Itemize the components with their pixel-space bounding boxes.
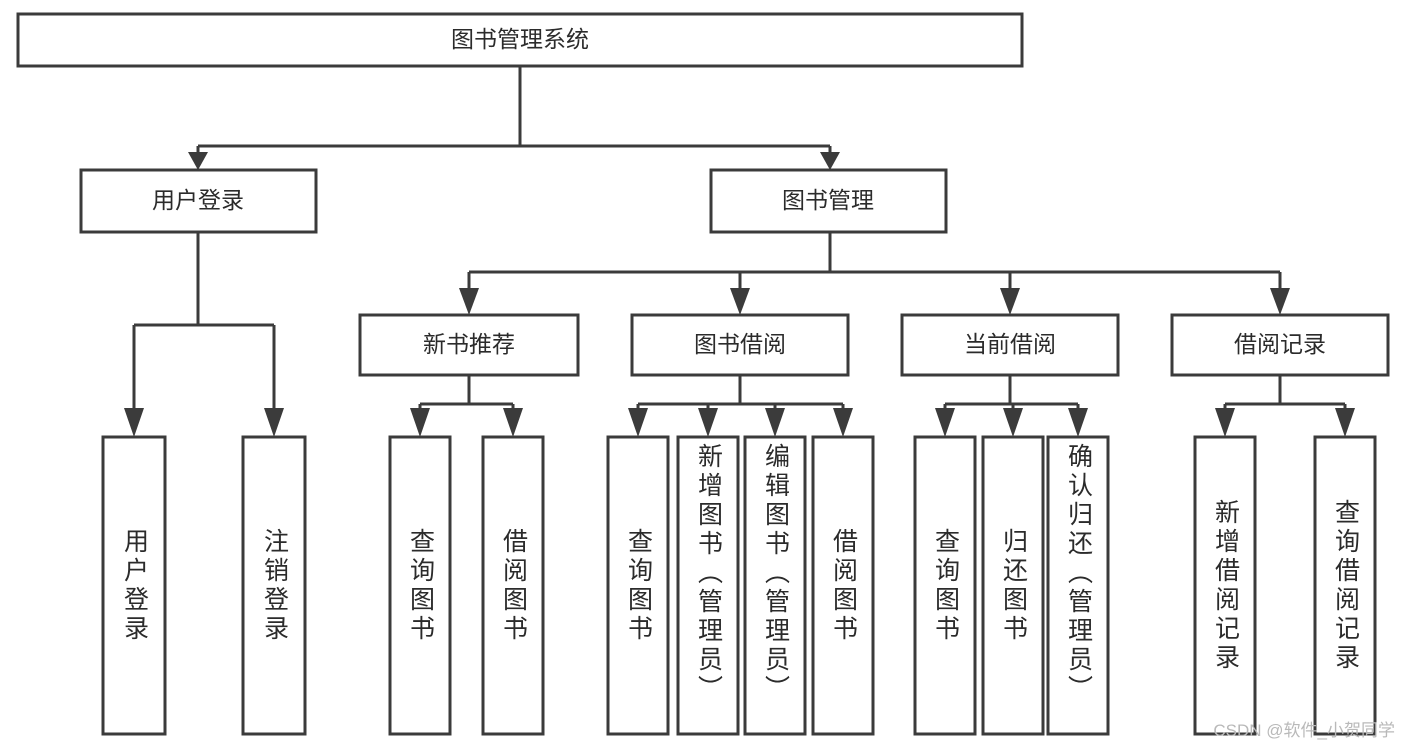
leaf-query-borrow-record-box[interactable] (1313, 435, 1377, 736)
connector-layer (124, 66, 1355, 437)
arrow-to-leaf-borrow-books-1 (503, 408, 523, 437)
arrow-to-leaf-logout (264, 408, 284, 437)
arrow-to-leaf-query-borrow-record (1335, 408, 1355, 437)
arrow-to-leaf-query-books-3 (935, 408, 955, 437)
leaf-borrow-books-2-box[interactable] (811, 435, 875, 736)
arrow-to-leaf-return-books (1003, 408, 1023, 437)
arrow-to-leaf-edit-book-admin (765, 408, 785, 437)
leaf-box-layer (101, 435, 1377, 736)
leaf-user-login-box[interactable] (101, 435, 167, 736)
arrow-to-leaf-borrow-books-2 (833, 408, 853, 437)
node-borrow-record-label: 借阅记录 (1234, 331, 1326, 357)
node-borrow-record-box[interactable] (1170, 313, 1390, 377)
arrow-to-leaf-add-borrow-record (1215, 408, 1235, 437)
arrow-to-leaf-user-login (124, 408, 144, 437)
node-title-box[interactable] (16, 12, 1024, 68)
arrow-to-leaf-query-books-2 (628, 408, 648, 437)
node-current-borrow-box[interactable] (900, 313, 1120, 377)
node-book-borrow-label: 图书借阅 (694, 331, 786, 357)
arrow-to-book-management (820, 152, 840, 170)
node-new-book-recommendation-box[interactable] (358, 313, 580, 377)
arrow-to-leaf-query-books-1 (410, 408, 430, 437)
node-book-management-box[interactable] (709, 168, 948, 234)
leaf-borrow-books-1-box[interactable] (481, 435, 545, 736)
leaf-query-books-3-box[interactable] (913, 435, 977, 736)
node-book-management[interactable]: 图书管理 (709, 168, 948, 234)
arrow-to-user-login (188, 152, 208, 170)
node-user-login-label: 用户登录 (152, 187, 244, 213)
arrow-to-leaf-add-book-admin (698, 408, 718, 437)
arrow-to-new-book-recommendation (459, 288, 479, 315)
leaf-return-books-box[interactable] (981, 435, 1045, 736)
leaf-query-books-2-box[interactable] (606, 435, 670, 736)
arrow-to-leaf-confirm-return-admin (1068, 408, 1088, 437)
leaf-add-book-admin-box[interactable] (676, 435, 740, 736)
node-borrow-record[interactable]: 借阅记录 (1170, 313, 1390, 377)
leaf-add-borrow-record-box[interactable] (1193, 435, 1257, 736)
leaf-confirm-return-admin-box[interactable] (1046, 435, 1110, 736)
arrow-to-book-borrow (730, 288, 750, 315)
node-current-borrow-label: 当前借阅 (964, 331, 1056, 357)
node-book-borrow[interactable]: 图书借阅 (630, 313, 850, 377)
arrow-to-current-borrow (1000, 288, 1020, 315)
node-title[interactable]: 图书管理系统 (16, 12, 1024, 68)
leaf-logout-box[interactable] (241, 435, 307, 736)
node-book-management-label: 图书管理 (782, 187, 874, 213)
node-new-book-recommendation[interactable]: 新书推荐 (358, 313, 580, 377)
leaf-query-books-1-box[interactable] (388, 435, 452, 736)
arrow-to-borrow-record (1270, 288, 1290, 315)
node-book-borrow-box[interactable] (630, 313, 850, 377)
node-title-label: 图书管理系统 (451, 26, 589, 52)
node-new-book-recommendation-label: 新书推荐 (423, 331, 515, 357)
node-user-login[interactable]: 用户登录 (79, 168, 318, 234)
leaf-edit-book-admin-box[interactable] (743, 435, 807, 736)
node-user-login-box[interactable] (79, 168, 318, 234)
watermark-text: CSDN @软件_小贺同学 (1213, 721, 1395, 740)
node-current-borrow[interactable]: 当前借阅 (900, 313, 1120, 377)
